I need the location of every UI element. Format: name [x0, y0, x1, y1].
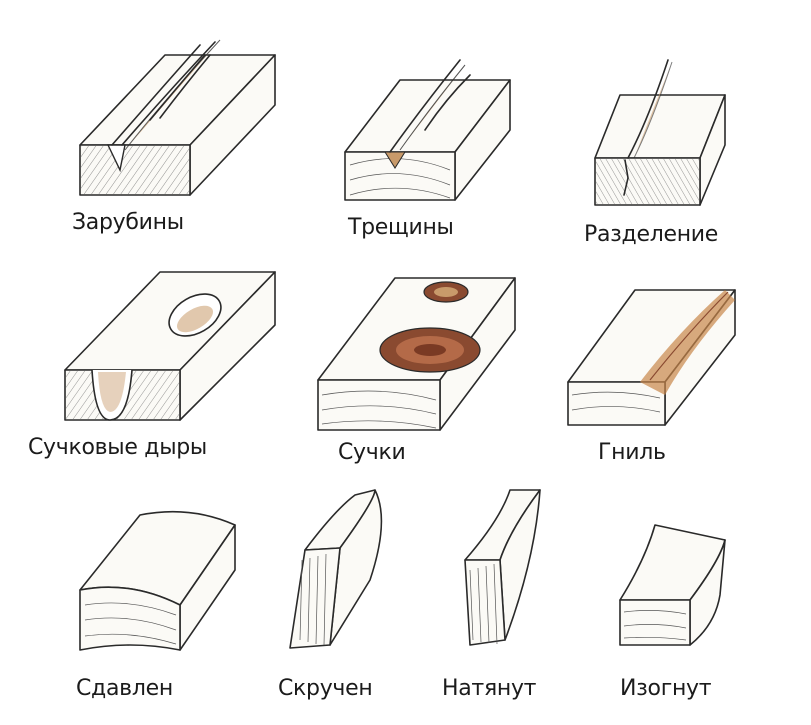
knots-illustration [317, 277, 516, 431]
label-stretched: Натянут [442, 676, 537, 701]
split-illustration [594, 59, 726, 206]
bent-illustration [619, 524, 726, 646]
cracks-illustration [344, 59, 511, 201]
label-knots: Сучки [338, 440, 406, 465]
label-twisted: Скручен [278, 676, 373, 701]
label-notches: Зарубины [72, 210, 184, 235]
label-split: Разделение [584, 222, 719, 247]
label-rot: Гниль [598, 440, 666, 465]
rot-illustration [567, 289, 736, 426]
label-bent: Изогнут [620, 676, 712, 701]
label-cracks: Трещины [348, 215, 454, 240]
notches-illustration [79, 39, 276, 196]
crushed-illustration [79, 510, 236, 651]
knot-holes-illustration [64, 271, 276, 421]
label-knot-holes: Сучковые дыры [28, 435, 208, 460]
label-crushed: Сдавлен [76, 676, 173, 701]
twisted-illustration [289, 489, 383, 649]
stretched-illustration [464, 489, 541, 646]
